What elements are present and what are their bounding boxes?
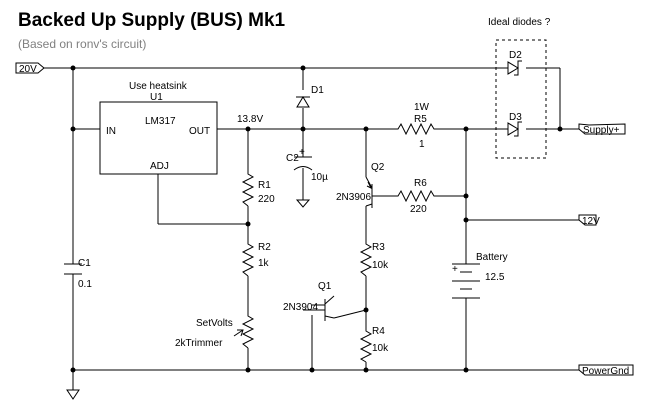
port-12v: 12V bbox=[578, 214, 600, 227]
ground-symbol bbox=[66, 389, 80, 400]
svg-text:12V: 12V bbox=[582, 216, 600, 227]
svg-text:2N3904: 2N3904 bbox=[283, 302, 318, 313]
svg-text:C2: C2 bbox=[286, 153, 299, 164]
ideal-diodes-group: Ideal diodes ? bbox=[488, 17, 551, 159]
u1-part: LM317 bbox=[145, 116, 176, 127]
transistor-q1: Q1 2N3904 bbox=[283, 281, 335, 321]
u1-ref: U1 bbox=[150, 92, 163, 103]
svg-text:Q1: Q1 bbox=[318, 281, 332, 292]
resistor-r1: R1 220 bbox=[241, 170, 275, 207]
regulator-u1: Use heatsink U1 LM317 IN OUT ADJ bbox=[99, 81, 218, 175]
port-20v: 20V bbox=[15, 62, 45, 75]
svg-text:R6: R6 bbox=[414, 178, 427, 189]
svg-text:1W: 1W bbox=[414, 102, 430, 113]
svg-text:2N3906: 2N3906 bbox=[336, 192, 371, 203]
svg-text:10µ: 10µ bbox=[311, 172, 328, 183]
svg-text:R1: R1 bbox=[258, 180, 271, 191]
svg-text:20V: 20V bbox=[19, 64, 37, 75]
trimmer-setvolts: SetVolts 2kTrimmer bbox=[175, 312, 255, 349]
svg-text:0.1: 0.1 bbox=[78, 279, 92, 290]
u1-pin-in: IN bbox=[106, 126, 116, 137]
port-supply-plus: Supply+ bbox=[578, 123, 626, 136]
svg-text:220: 220 bbox=[410, 204, 427, 215]
junction-dots bbox=[70, 65, 563, 373]
svg-text:R2: R2 bbox=[258, 242, 271, 253]
svg-text:D2: D2 bbox=[509, 50, 522, 61]
svg-text:D3: D3 bbox=[509, 112, 522, 123]
svg-text:Supply+: Supply+ bbox=[583, 125, 620, 136]
svg-text:R4: R4 bbox=[372, 326, 385, 337]
battery: Battery + 12.5 bbox=[452, 252, 508, 299]
svg-text:R5: R5 bbox=[414, 114, 427, 125]
svg-text:2kTrimmer: 2kTrimmer bbox=[175, 338, 223, 349]
svg-text:12.5: 12.5 bbox=[485, 272, 505, 283]
net-voltage-label: 13.8V bbox=[237, 114, 263, 125]
svg-text:1: 1 bbox=[419, 139, 425, 150]
u1-pin-adj: ADJ bbox=[150, 161, 169, 172]
heatsink-note: Use heatsink bbox=[129, 81, 188, 92]
resistor-r5: 1W R5 1 bbox=[394, 102, 436, 150]
svg-text:PowerGnd: PowerGnd bbox=[582, 366, 629, 377]
resistor-r2: R2 1k bbox=[241, 240, 271, 277]
capacitor-c1: C1 0.1 bbox=[64, 258, 92, 290]
resistor-r6: R6 220 bbox=[394, 178, 436, 215]
page-subtitle: (Based on ronv's circuit) bbox=[18, 37, 146, 51]
capacitor-c2: C2 + 10µ bbox=[286, 147, 328, 208]
svg-text:C1: C1 bbox=[78, 258, 91, 269]
svg-text:220: 220 bbox=[258, 194, 275, 205]
svg-text:Battery: Battery bbox=[476, 252, 508, 263]
port-powergnd: PowerGnd bbox=[578, 364, 634, 377]
svg-text:10k: 10k bbox=[372, 260, 389, 271]
svg-text:SetVolts: SetVolts bbox=[196, 318, 233, 329]
diode-d1: D1 bbox=[296, 85, 324, 108]
ideal-diodes-note: Ideal diodes ? bbox=[488, 17, 551, 28]
wires bbox=[44, 67, 579, 390]
svg-text:10k: 10k bbox=[372, 343, 389, 354]
svg-text:D1: D1 bbox=[311, 85, 324, 96]
page-title: Backed Up Supply (BUS) Mk1 bbox=[18, 10, 286, 31]
svg-text:R3: R3 bbox=[372, 242, 385, 253]
transistor-q2: Q2 2N3906 bbox=[336, 162, 385, 208]
resistor-r3: R3 10k bbox=[359, 240, 389, 277]
svg-text:+: + bbox=[452, 264, 458, 275]
u1-pin-out: OUT bbox=[189, 126, 210, 137]
svg-text:+: + bbox=[299, 147, 305, 158]
resistor-r4: R4 10k bbox=[359, 326, 389, 363]
svg-text:Q2: Q2 bbox=[371, 162, 385, 173]
diode-d3: D3 bbox=[507, 112, 522, 137]
diode-d2: D2 bbox=[507, 50, 522, 76]
svg-text:1k: 1k bbox=[258, 258, 270, 269]
